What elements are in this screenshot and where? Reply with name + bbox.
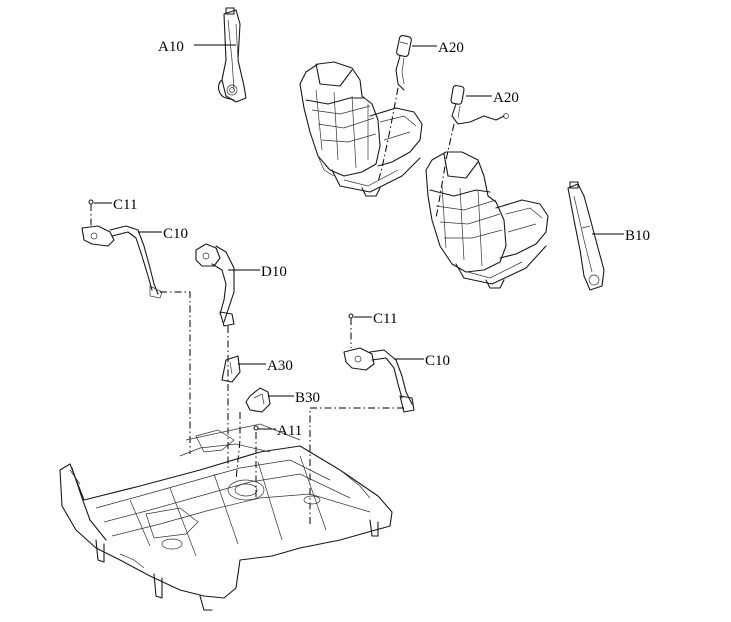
callout-a10: A10 [158, 39, 184, 55]
callout-a20-rear: A20 [493, 90, 519, 106]
part-a20-rear-buckle [450, 85, 509, 125]
callout-c10-right: C10 [425, 353, 450, 369]
callout-c11-right: C11 [373, 311, 397, 327]
assembly-line-b30 [235, 412, 241, 481]
part-d10-belt [195, 243, 235, 327]
callout-d10: D10 [261, 264, 287, 280]
assembly-line-a20-front [377, 87, 399, 183]
part-c10-right-belt [343, 347, 415, 413]
callout-c11-left: C11 [113, 197, 137, 213]
callout-a20-front: A20 [438, 40, 464, 56]
callout-a11: A11 [277, 423, 302, 439]
part-a20-front-buckle [395, 34, 412, 91]
callout-b30: B30 [295, 390, 320, 406]
assembly-line-a20-rear [435, 123, 455, 219]
part-b30-buckle [245, 387, 271, 413]
assembly-line-c10-left [160, 291, 191, 454]
callout-b10: B10 [625, 228, 650, 244]
vehicle-floor-panel [59, 423, 393, 611]
callout-a30: A30 [267, 358, 293, 374]
callout-c10-left: C10 [163, 226, 188, 242]
part-c11-left-anchor [88, 199, 94, 226]
part-b10-retractor [567, 181, 605, 291]
part-c11-right-anchor [348, 313, 354, 348]
part-a10-retractor [217, 7, 247, 103]
front-seat-illustration [299, 61, 423, 197]
rear-seat-illustration [425, 151, 549, 289]
part-a11-anchor [253, 425, 259, 431]
assembly-line-c10-right [309, 407, 404, 524]
part-a30-buckle [221, 355, 241, 383]
part-c10-left-belt [81, 225, 163, 299]
